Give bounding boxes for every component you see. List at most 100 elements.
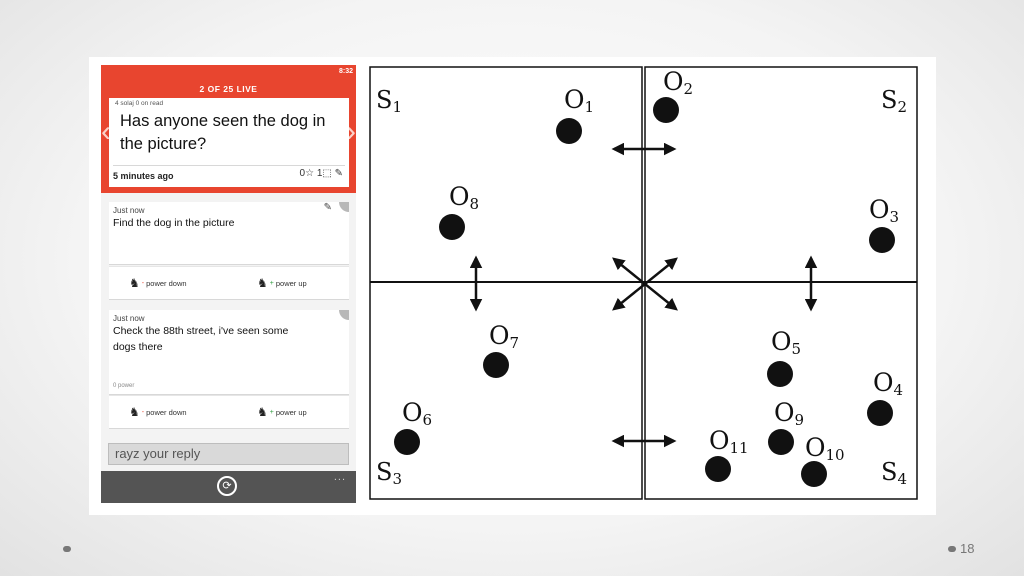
reply-time: Just now: [113, 206, 145, 215]
power-down-icon: ♞: [129, 405, 140, 419]
object-dot: [439, 214, 465, 240]
phone-header: 8:32 2 OF 25 LIVE ‹ › 4 solaj 0 on read …: [101, 65, 356, 193]
power-down-button[interactable]: ♞- power down: [129, 405, 187, 419]
object-label: O1: [564, 85, 594, 116]
object-letter: O: [663, 67, 684, 96]
object-label: O7: [489, 321, 519, 352]
sector-diagram: S1 S2 S3 S4 O1 O2 O3 O4 O5 O6: [369, 66, 918, 500]
object-o3: O3: [869, 195, 899, 253]
object-subscript: 2: [684, 80, 694, 98]
sector-label-text: S: [881, 86, 897, 114]
object-o8: O8: [439, 182, 479, 240]
object-label: O8: [449, 182, 479, 213]
power-count: 0 power: [113, 383, 135, 389]
object-subscript: 5: [792, 340, 802, 358]
slide-content: 8:32 2 OF 25 LIVE ‹ › 4 solaj 0 on read …: [89, 57, 936, 515]
object-subscript: 7: [510, 334, 520, 352]
question-time: 5 minutes ago: [113, 171, 174, 181]
object-subscript: 8: [470, 195, 480, 213]
object-label: O3: [869, 195, 899, 226]
power-up-button[interactable]: ♞+ power up: [257, 276, 307, 290]
object-o4: O4: [867, 368, 903, 426]
sector-label-text: S: [376, 458, 392, 486]
question-card[interactable]: 4 solaj 0 on read Has anyone seen the do…: [109, 98, 349, 187]
power-down-label: power down: [146, 407, 187, 417]
object-subscript: 6: [423, 411, 433, 429]
power-up-label: power up: [275, 278, 307, 288]
object-dot: [767, 361, 793, 387]
card-divider: [113, 165, 345, 166]
object-letter: O: [869, 195, 890, 224]
object-letter: O: [805, 433, 826, 462]
object-o11: O11: [705, 426, 749, 482]
object-dot: [801, 461, 827, 487]
object-o2: O2: [653, 67, 693, 123]
object-letter: O: [709, 426, 730, 455]
chevron-right-icon[interactable]: ›: [346, 115, 356, 148]
object-label: O10: [805, 433, 845, 464]
object-letter: O: [489, 321, 510, 350]
plus-icon: +: [269, 279, 274, 287]
power-up-button[interactable]: ♞+ power up: [257, 405, 307, 419]
cross-arrow-icon: [612, 257, 678, 311]
reply-card[interactable]: Just now Check the 88th street, i've see…: [109, 310, 349, 395]
object-o6: O6: [394, 398, 432, 455]
sector-subscript: 3: [392, 470, 402, 488]
paperclip-icon[interactable]: ✎: [323, 202, 332, 213]
sector-label-text: S: [376, 86, 392, 114]
power-down-icon: ♞: [129, 276, 140, 290]
power-up-icon: ♞: [257, 405, 268, 419]
object-dot: [867, 400, 893, 426]
reply-time: Just now: [113, 314, 145, 323]
plus-icon: +: [269, 408, 274, 416]
object-dot: [556, 118, 582, 144]
sector-subscript: 2: [897, 98, 907, 116]
object-letter: O: [873, 368, 894, 397]
chevron-left-icon[interactable]: ‹: [101, 115, 111, 148]
power-row: ♞- power down ♞+ power up: [109, 395, 349, 429]
app-bar: ... ⟳: [101, 471, 356, 503]
decorative-dot: [948, 546, 956, 552]
sector-label: S2: [881, 86, 907, 116]
object-label: O4: [873, 368, 903, 399]
object-label: O6: [402, 398, 432, 429]
object-label: O2: [663, 67, 693, 98]
object-letter: O: [774, 398, 795, 427]
status-clock: 8:32: [338, 68, 353, 75]
object-subscript: 1: [585, 98, 595, 116]
object-o10: O10: [801, 433, 845, 487]
sector-subscript: 1: [392, 98, 402, 116]
sector-label: S4: [881, 458, 907, 488]
object-letter: O: [402, 398, 423, 427]
card-meta: 4 solaj 0 on read: [115, 100, 164, 107]
decorative-dot: [63, 546, 71, 552]
object-dot: [869, 227, 895, 253]
power-down-button[interactable]: ♞- power down: [129, 276, 187, 290]
object-o9: O9: [768, 398, 804, 455]
object-o7: O7: [483, 321, 519, 378]
object-label: O11: [709, 426, 749, 457]
object-letter: O: [449, 182, 470, 211]
more-menu-icon[interactable]: ...: [333, 471, 346, 483]
object-subscript: 11: [730, 439, 749, 457]
corner-fold-icon: [339, 310, 349, 320]
power-up-label: power up: [275, 407, 307, 417]
power-down-label: power down: [146, 278, 187, 288]
reply-text: Find the dog in the picture: [113, 217, 235, 229]
object-subscript: 4: [894, 381, 904, 399]
reply-card[interactable]: ✎ Just now Find the dog in the picture: [109, 202, 349, 265]
live-counter: 2 OF 25 LIVE: [199, 84, 258, 94]
object-o1: O1: [556, 85, 594, 144]
object-label: O5: [771, 327, 801, 358]
minus-icon: -: [141, 279, 145, 287]
sector-subscript: 4: [897, 470, 907, 488]
object-dot: [483, 352, 509, 378]
card-actions[interactable]: 0☆ 1⬚ ✎: [299, 168, 343, 179]
refresh-icon[interactable]: ⟳: [217, 476, 237, 496]
object-dot: [394, 429, 420, 455]
sector-label: S3: [376, 458, 402, 488]
object-subscript: 9: [795, 411, 805, 429]
reply-input[interactable]: rayz your reply: [108, 443, 349, 465]
object-dot: [768, 429, 794, 455]
minus-icon: -: [141, 408, 145, 416]
